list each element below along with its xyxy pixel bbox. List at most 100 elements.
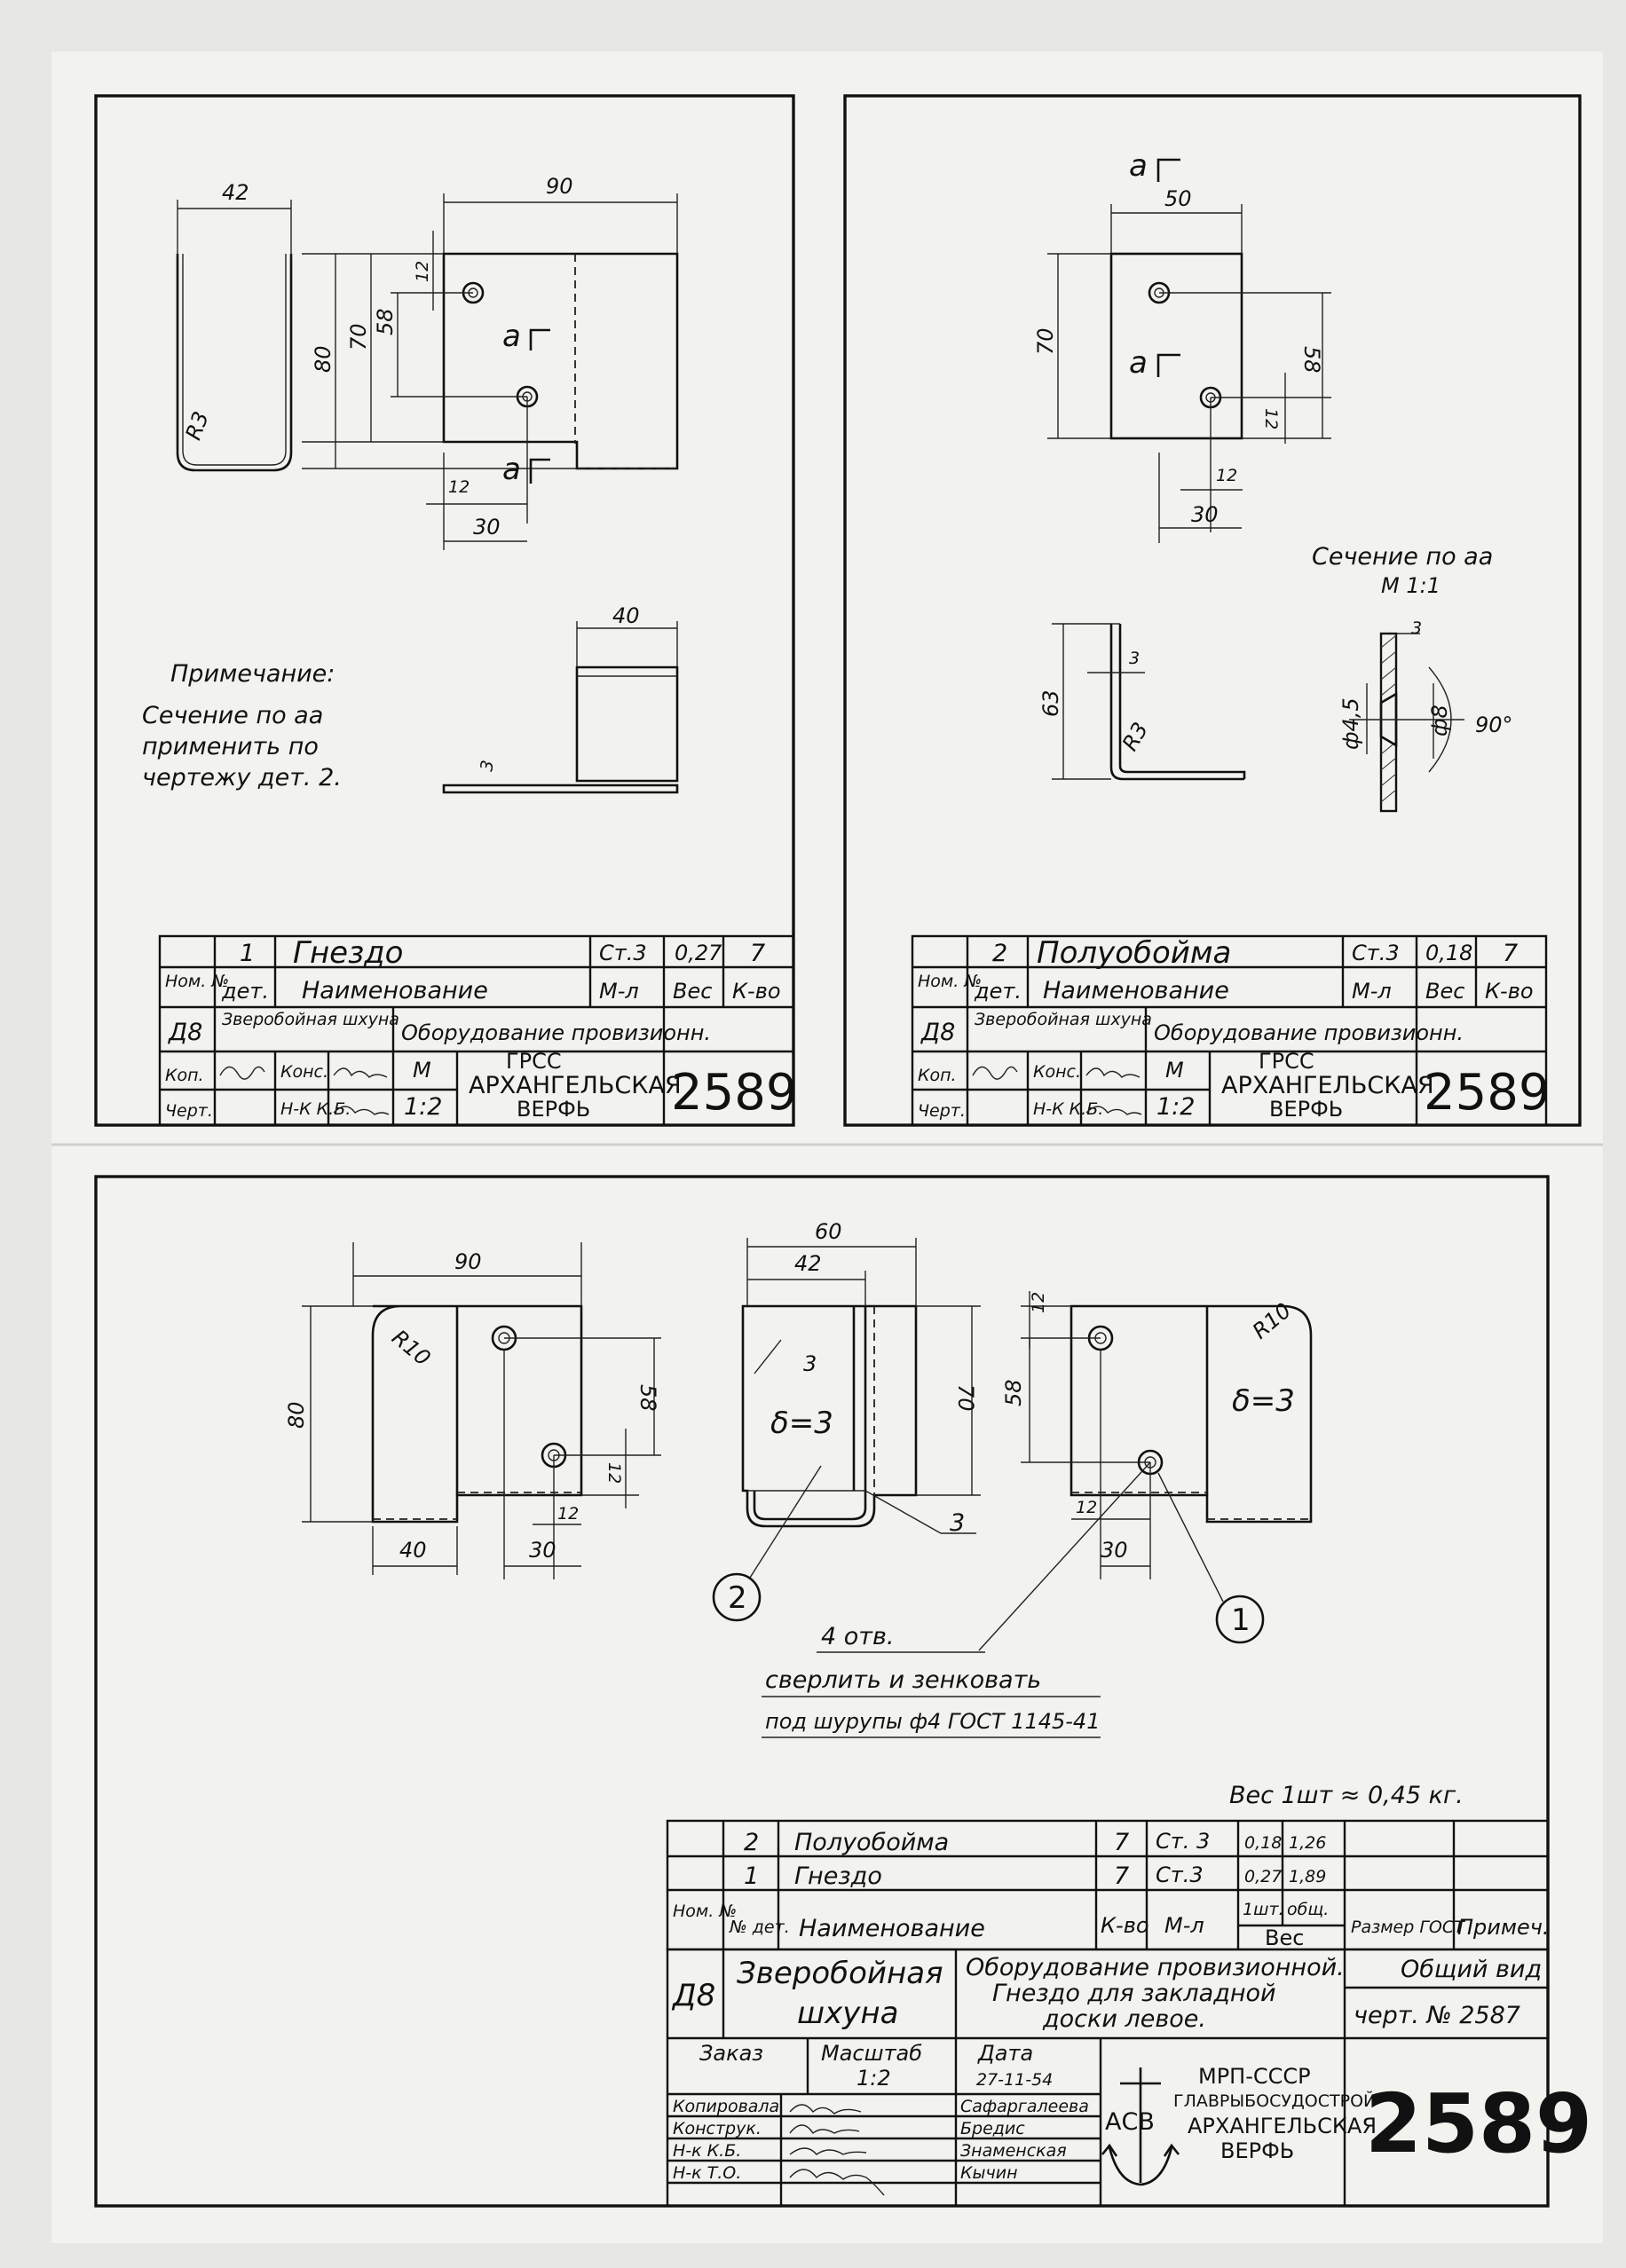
tb2-code: Д8 [920, 1019, 955, 1046]
tb1-org-1: ГРСС [506, 1049, 562, 1074]
assembly-left [371, 1304, 583, 1524]
role-3: Н-к К.Б. [673, 2141, 741, 2161]
bom-row1-qty: 7 [1114, 1829, 1129, 1856]
dim-3-mid-b: 3 [950, 1509, 965, 1537]
ministry-2: ГЛАВРЫБОСУДОСТРОЙ [1173, 2091, 1376, 2111]
role-4: Н-к Т.О. [673, 2163, 741, 2183]
tb2-qty: 7 [1503, 940, 1518, 967]
tb1-code: Д8 [168, 1019, 202, 1046]
panel-bottom: 90 80 R10 58 12 12 30 40 60 42 [94, 1175, 1592, 2208]
bom-h-w2: общ. [1287, 1900, 1329, 1919]
tb2-h-qty: К-во [1485, 979, 1534, 1004]
tb2-kons: Конс. [1033, 1062, 1081, 1082]
callout-1-circle [1215, 1595, 1265, 1644]
tb1-scale: 1:2 [404, 1093, 442, 1121]
u-profile [176, 254, 293, 472]
l-profile [1109, 624, 1244, 781]
assembly-right [1070, 1304, 1313, 1524]
person-1: Сафаргалеева [960, 2097, 1089, 2116]
section-angle: 90° [1475, 713, 1513, 737]
tb2-pos: 2 [992, 940, 1007, 967]
section-mark-top-right: а [1129, 148, 1148, 184]
dim-3-tr: 3 [1129, 649, 1140, 668]
dim-42: 42 [222, 180, 249, 205]
bom-h-note: Примеч. [1457, 1915, 1550, 1940]
bom-row2-name: Гнездо [794, 1862, 882, 1890]
role-2: Конструк. [673, 2119, 762, 2138]
ministry-3: АРХАНГЕЛЬСКАЯ [1188, 2114, 1377, 2138]
assembly-middle [741, 1304, 918, 1528]
section-dim-45: ф4,5 [1338, 697, 1363, 750]
dim-63: 63 [1038, 689, 1063, 717]
holes-note-2: сверлить и зенковать [765, 1666, 1041, 1694]
ministry-1: МРП-СССР [1198, 2064, 1311, 2089]
tb2-name: Полуобойма [1037, 935, 1231, 971]
tb1-name: Гнездо [293, 935, 403, 971]
bom-row2-mat: Ст.3 [1156, 1862, 1204, 1887]
main-vessel-1: Зверобойная [737, 1956, 943, 1991]
u-profile-inner [182, 254, 287, 466]
signature-kop [219, 1066, 265, 1080]
note-line-2: применить по [142, 733, 319, 760]
tb1-chert: Черт. [165, 1101, 213, 1121]
panel-top-left: 42 R3 90 80 70 58 12 12 30 а [94, 94, 798, 1127]
callout-1: 1 [1231, 1603, 1251, 1638]
dim-30: 30 [473, 515, 501, 539]
signature-nk-2 [1085, 1106, 1142, 1115]
dim-3-mid-a: 3 [803, 1351, 817, 1376]
dim-12-tr: 12 [1261, 408, 1281, 429]
tb1-vessel: Зверобойная шхуна [222, 1010, 399, 1029]
dim-30-b: 30 [529, 1538, 556, 1563]
tb2-org-2: АРХАНГЕЛЬСКАЯ [1221, 1072, 1434, 1099]
tb1-nk: Н-К К.Б. [280, 1099, 351, 1119]
dim-40: 40 [612, 603, 640, 628]
tb1-weight: 0,27 [675, 941, 722, 965]
dim-58: 58 [373, 308, 398, 335]
tb1-equipment: Оборудование провизионн. [401, 1020, 711, 1045]
scale-value: 1:2 [856, 2066, 891, 2091]
section-mark-mid-right: а [1129, 345, 1148, 381]
signature-nkkb [789, 2147, 867, 2155]
bom-h-w1: 1шт. [1243, 1900, 1284, 1919]
dim-58-b: 58 [635, 1384, 660, 1412]
delta-mid: δ=3 [770, 1406, 833, 1441]
section-hatch [1380, 634, 1397, 803]
bom-row2-pos: 1 [744, 1862, 759, 1890]
tb1-kop: Коп. [165, 1066, 204, 1085]
dim-30-tr: 30 [1191, 502, 1219, 527]
tb2-h-nom: Ном. № [918, 972, 982, 991]
tb1-qty: 7 [750, 940, 765, 967]
tb1-h-nom: Ном. № [165, 972, 229, 991]
holes-note-1: 4 отв. [821, 1623, 895, 1650]
bom-row1-mat: Ст. 3 [1156, 1829, 1210, 1854]
title-block-top-left: 1 Гнездо Ст.3 0,27 7 Ном. № дет. Наимено… [158, 934, 798, 1127]
bom-h-mat: М-л [1164, 1913, 1204, 1938]
tb1-kons: Конс. [280, 1062, 328, 1082]
main-title-2: Гнездо для закладной [992, 1980, 1276, 2007]
note-line-3: чертежу дет. 2. [142, 764, 342, 791]
role-1: Копировала [673, 2097, 779, 2116]
tb2-scale: 1:2 [1156, 1093, 1195, 1121]
plate-top-view [575, 665, 679, 783]
half-clip-front [1109, 252, 1243, 440]
signature-kop-2 [972, 1066, 1018, 1080]
dim-90-b: 90 [454, 1249, 482, 1274]
tb1-h-weight: Вес [673, 979, 712, 1004]
dim-12-top: 12 [413, 261, 432, 282]
tb1-material: Ст.3 [599, 941, 647, 965]
main-title-block: Д8 Зверобойная шхуна Оборудование провиз… [666, 1948, 1592, 2208]
tb1-h-det: дет. [221, 979, 269, 1004]
main-vessel-2: шхуна [797, 1996, 898, 2031]
signature-kons [333, 1067, 388, 1078]
tb2-kop: Коп. [918, 1066, 957, 1085]
note-line-1: Сечение по аа [142, 702, 323, 729]
bom-row1-w1: 0,18 [1244, 1833, 1282, 1853]
dim-90: 90 [546, 174, 573, 199]
tb2-h-mat: М-л [1352, 979, 1392, 1004]
panel-top-right: а 50 70 58 12 а 12 30 [843, 94, 1582, 1127]
bom-row2-w1: 0,27 [1244, 1867, 1282, 1886]
callout-2-circle [712, 1572, 762, 1622]
dim-50: 50 [1164, 186, 1192, 211]
bom-h-qty: К-во [1101, 1913, 1149, 1938]
